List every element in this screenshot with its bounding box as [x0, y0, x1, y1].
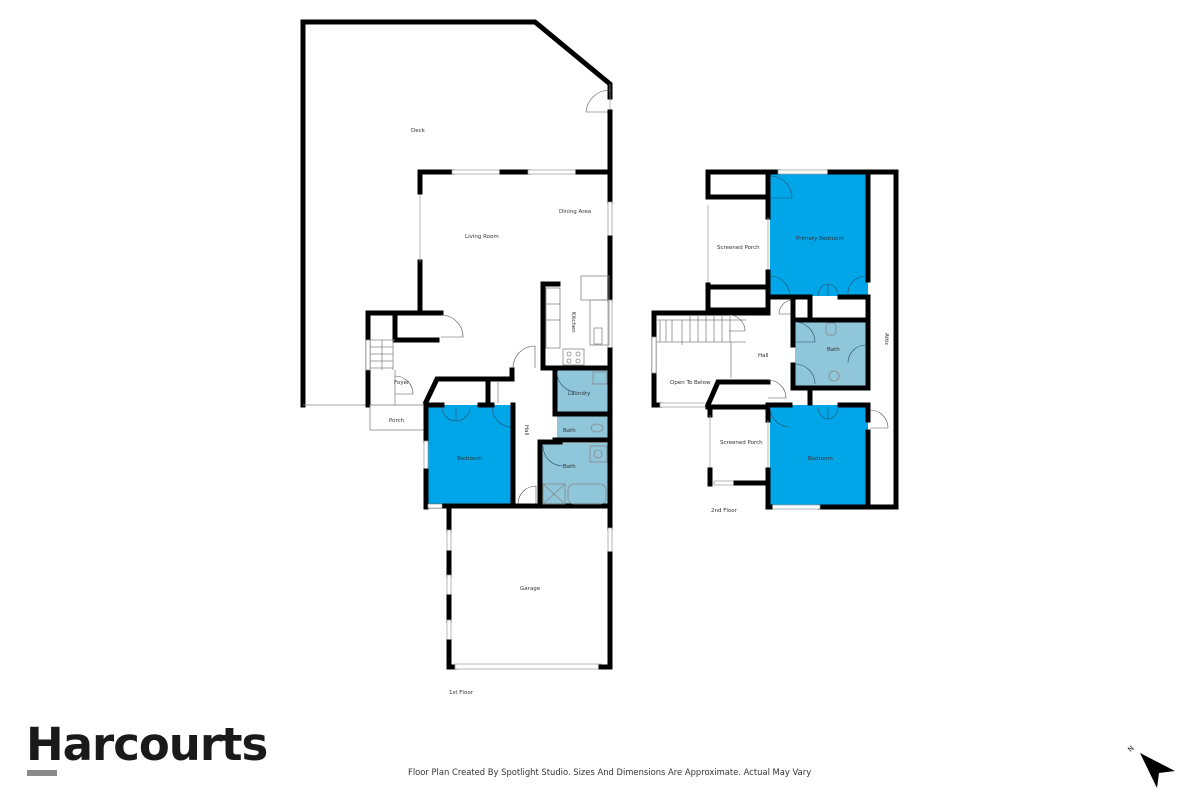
label-bedroom-2f: Bedroom [808, 456, 833, 462]
north-arrow-icon: N [1126, 744, 1175, 788]
compass-north-label: N [1126, 744, 1135, 753]
label-deck: Deck [411, 128, 426, 134]
label-attic: Attic [883, 333, 889, 346]
room-bedroom-2f[interactable] [770, 405, 868, 506]
first-floor: Deck Living Room Dining Area Kitchen Foy… [300, 19, 613, 696]
harcourts-logo: Harcourts [26, 718, 268, 771]
room-bath-small[interactable] [557, 416, 608, 440]
label-dining-area: Dining Area [559, 209, 591, 215]
logo-underline-bar [27, 770, 57, 776]
floor-label-1st: 1st Floor [449, 690, 474, 696]
label-living-room: Living Room [465, 234, 499, 240]
second-floor: Screened Porch Primary Bedroom Attic Hal… [651, 169, 899, 514]
label-hall-1f: Hall [523, 425, 529, 436]
label-open-to-below: Open To Below [670, 380, 711, 386]
label-screened-porch-top: Screened Porch [717, 245, 760, 251]
label-bath-2f: Bath [827, 347, 840, 353]
label-porch: Porch [389, 418, 405, 424]
label-garage: Garage [520, 586, 541, 592]
room-primary-bedroom[interactable] [770, 174, 868, 296]
label-screened-porch-bottom: Screened Porch [720, 440, 763, 446]
label-primary-bedroom: Primary Bedroom [796, 236, 844, 242]
label-bath-1f: Bath [563, 464, 576, 470]
floor-label-2nd: 2nd Floor [711, 508, 738, 514]
disclaimer-text: Floor Plan Created By Spotlight Studio. … [408, 767, 812, 777]
label-foyer: Foyer [394, 380, 410, 386]
label-laundry: Laundry [568, 391, 591, 397]
room-bath-2f[interactable] [795, 320, 868, 386]
room-laundry[interactable] [557, 370, 608, 412]
label-kitchen: Kitchen [570, 312, 576, 333]
label-bath-small: Bath [563, 428, 576, 434]
label-bedroom-1f: Bedroom [457, 456, 482, 462]
label-hall-2f: Hall [758, 353, 769, 359]
